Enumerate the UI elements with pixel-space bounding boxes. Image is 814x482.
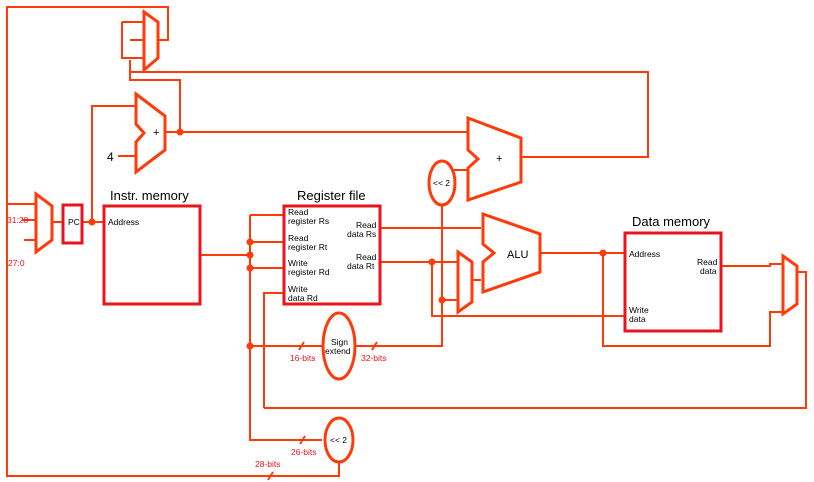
dm-write-data-1: Write: [629, 305, 649, 315]
rf-data-rt-2: data Rt: [347, 261, 375, 271]
wire-rt-to-dm-write: [431, 262, 625, 317]
junction-instr-rd: [246, 264, 254, 272]
wire-dm-read-data: [720, 263, 783, 267]
junction-instr-imm: [246, 342, 254, 350]
junction-pc-out: [88, 218, 96, 226]
dm-address-port: Address: [629, 249, 660, 259]
sign-extend-label-1: Sign: [331, 337, 348, 347]
alu: [481, 211, 542, 295]
label-bits-27-0: 27:0: [8, 258, 25, 268]
rf-write-rd-1: Write: [288, 258, 308, 268]
shift-branch-label: << 2: [433, 178, 450, 188]
dm-read-data-2: data: [700, 266, 717, 276]
rf-read-rt-1: Read: [288, 233, 309, 243]
dm-read-data-1: Read: [697, 257, 718, 267]
wire-top-mux-select: [129, 60, 181, 132]
instr-memory-title: Instr. memory: [110, 188, 189, 203]
rf-data-rt-1: Read: [356, 252, 377, 262]
wire-wb-mux-out: [264, 271, 807, 409]
pc-adder-plus: +: [153, 127, 159, 139]
label-26-bits: 26-bits: [291, 447, 317, 457]
shift-jump-label: << 2: [330, 435, 347, 445]
pc-label: PC: [68, 217, 80, 227]
junctions: [88, 128, 607, 350]
rf-read-rt-2: register Rt: [288, 242, 328, 252]
pc-adder: [134, 90, 167, 176]
wire-branch-feedback: [130, 71, 649, 158]
rf-write-rd-2: register Rd: [288, 267, 330, 277]
junction-sign-ext: [438, 296, 446, 304]
wire-pc-to-adder: [91, 105, 136, 222]
label-28-bits: 28-bits: [255, 459, 281, 469]
alu-src-mux: [456, 249, 474, 315]
junction-instr: [246, 251, 254, 259]
label-bits-31-28: 31:28: [7, 215, 29, 225]
shift-jump-ellipse: [323, 416, 355, 464]
rf-read-rs-2: register Rs: [288, 216, 329, 226]
const-four: 4: [107, 150, 114, 164]
jump-mux: [142, 9, 160, 74]
wires: [6, 6, 807, 481]
sign-extend-ellipse: [321, 311, 357, 381]
register-file-title: Register file: [297, 188, 366, 203]
label-32-bits: 32-bits: [361, 353, 387, 363]
wire-top-mux-in2: [121, 22, 144, 59]
wire-write-data-back: [263, 292, 284, 408]
data-memory-title: Data memory: [632, 214, 711, 229]
junction-rt: [428, 258, 436, 266]
junction-instr-rt: [246, 238, 254, 246]
tick-28: [267, 471, 274, 481]
wire-instr-bus: [249, 215, 322, 441]
alu-label: ALU: [507, 249, 528, 261]
rf-write-data-1: Write: [288, 284, 308, 294]
rf-write-data-2: data Rd: [288, 293, 318, 303]
rf-data-rs-2: data Rs: [347, 229, 376, 239]
im-address-port: Address: [108, 217, 139, 227]
instr-memory: [102, 204, 202, 306]
tick-26: [299, 435, 306, 445]
pc-register: [61, 203, 84, 245]
tick-32: [371, 341, 378, 351]
branch-adder: [466, 115, 523, 203]
junction-pc4: [176, 128, 184, 136]
wire-jump-target: [6, 6, 169, 205]
branch-adder-plus: +: [496, 153, 502, 165]
rf-read-rs-1: Read: [288, 207, 309, 217]
dm-write-data-2: data: [629, 314, 646, 324]
sign-extend-label-2: extend: [325, 346, 351, 356]
tick-16: [298, 341, 305, 351]
shift-branch-ellipse: [427, 159, 457, 207]
writeback-mux: [781, 253, 799, 317]
label-16-bits: 16-bits: [290, 353, 316, 363]
rf-data-rs-1: Read: [356, 220, 377, 230]
junction-alu-result: [599, 249, 607, 257]
pc-mux: [34, 191, 54, 255]
wire-alu-bypass: [602, 253, 783, 347]
wire-sign-ext-out: [356, 206, 443, 347]
data-memory: [623, 231, 723, 333]
register-file: [282, 204, 382, 306]
